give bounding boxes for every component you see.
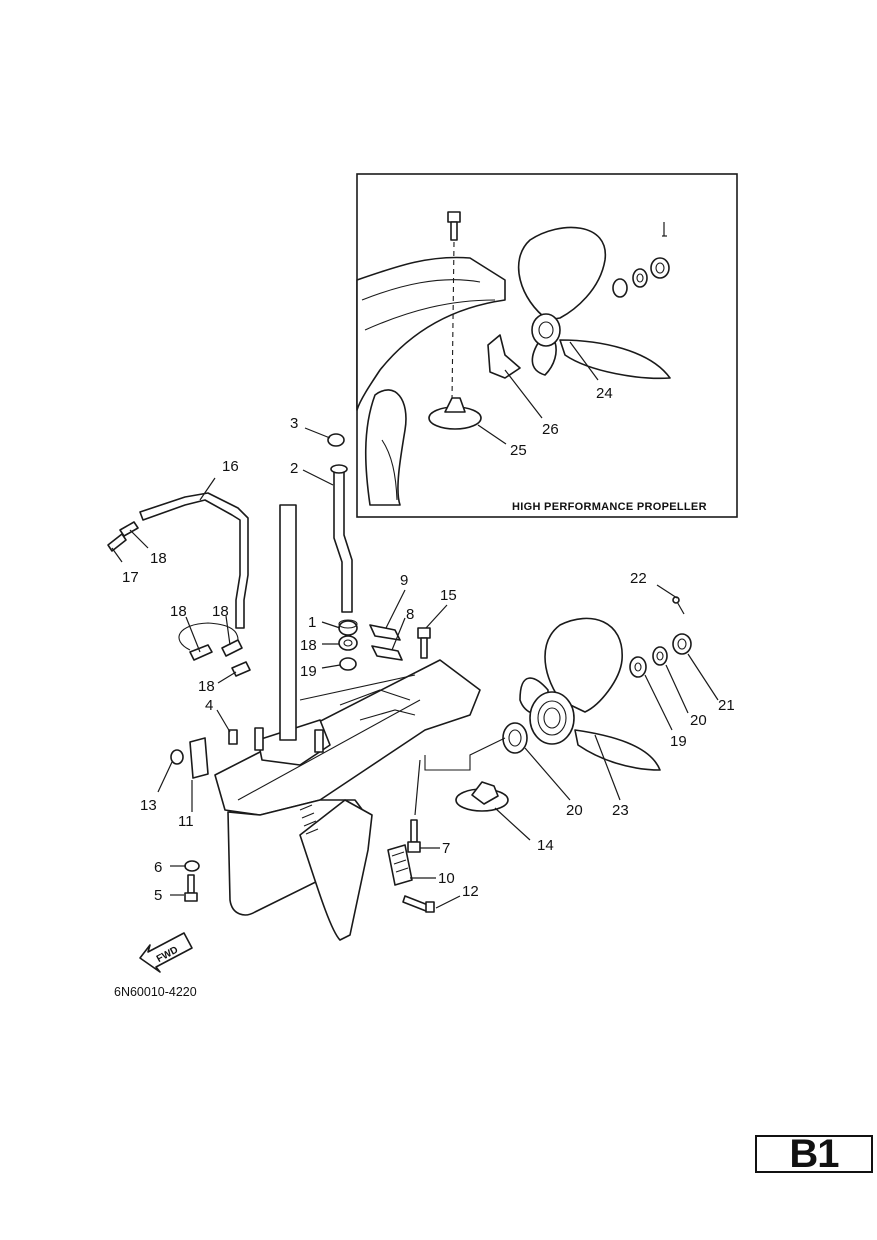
part-11-anode [189,737,209,779]
callout-28: 25 [510,442,527,459]
inset-spacer [487,334,521,379]
part-18-clip-b [189,644,213,661]
inset-panel: 24 26 25 HIGH PERFORMANCE PROPELLER [356,173,738,518]
part-15-bolt [417,627,431,659]
callout-13: 13 [140,797,157,814]
part-25-cotter-pin [672,596,685,615]
callout-5: 5 [154,887,162,904]
callout-23: 20 [690,712,707,729]
part-21-thrust-washer [502,722,528,754]
part-24-nut [672,633,692,655]
part-18-clip-c [221,639,243,657]
inset-title: HIGH PERFORMANCE PROPELLER [512,501,707,513]
part-shift-rod [330,464,353,613]
part-20-seal [338,635,358,651]
callout-21: 20 [566,802,583,819]
part-3-grommet [327,433,345,447]
part-5-bolt [184,874,198,902]
callout-4: 4 [205,697,213,714]
lower-casing [214,504,481,941]
callout-18: 18 [170,603,187,620]
part-9-seal [369,624,401,641]
part-14-trim-tab [455,781,509,812]
callout-25: 22 [630,570,647,587]
callout-14: 14 [537,837,554,854]
callout-27: 24 [596,385,613,402]
part-13-nut [170,749,184,765]
callout-16: 16 [222,458,239,475]
page-tag: B1 [755,1134,873,1174]
part-18-clip-a [119,521,139,537]
inset-gearcase-outline [356,256,506,411]
callout-17: 17 [122,569,139,586]
inset-bolt [447,211,461,241]
callout-7: 7 [442,840,450,857]
alignment-line [424,737,506,771]
callout-6: 6 [154,859,162,876]
callout-1: 1 [308,614,316,631]
inset-cotter-pin [662,222,667,237]
callout-8: 8 [406,606,414,623]
callout-10: 10 [438,870,455,887]
part-22-spacer [629,656,647,678]
callout-15: 15 [440,587,457,604]
callout-18: 18 [212,603,229,620]
callout-18: 18 [150,550,167,567]
callout-9: 9 [400,572,408,589]
part-18-clip-d [231,661,251,677]
leader-lines [111,427,719,909]
part-7-bolt [407,819,421,853]
part-19-bushing [339,657,357,671]
part-16-hose [139,492,249,629]
callout-3: 3 [290,415,298,432]
part-12-screw [402,895,435,913]
inset-thrust-washer [428,397,482,430]
callout-18: 18 [198,678,215,695]
callout-26: 23 [612,802,629,819]
part-26-propeller [519,617,661,771]
fwd-arrow: FWD [139,932,193,973]
callout-2: 2 [290,460,298,477]
part-8-seal [371,645,403,661]
callout-29: 26 [542,421,559,438]
callout-11: 11 [178,813,194,830]
callout-22: 19 [670,733,687,750]
callout-12: 12 [462,883,479,900]
part-4-dowel [228,729,238,745]
part-1-oil-seal [338,619,358,636]
part-17-fitting [107,533,127,552]
callout-24: 21 [718,697,735,714]
callout-19: 19 [300,663,317,680]
part-6-washer [184,860,200,872]
part-23-washer [652,646,668,666]
inset-nut-stack [612,257,670,298]
drawing-code: 6N60010-4220 [114,985,197,999]
callout-20: 18 [300,637,317,654]
part-hose-loop [178,622,239,651]
